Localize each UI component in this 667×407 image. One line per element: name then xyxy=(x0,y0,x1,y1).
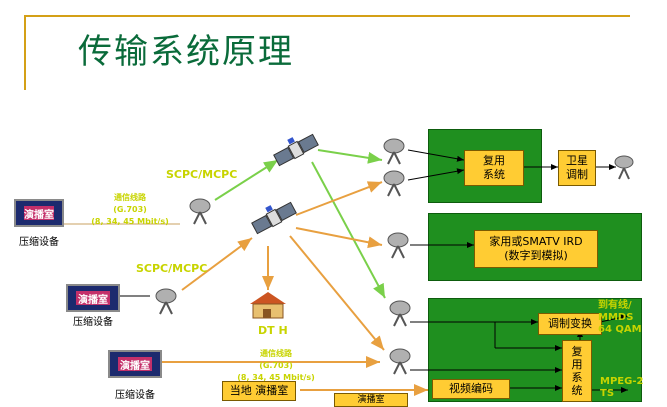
mux-box-bottom: 复 用 系 统 xyxy=(562,340,592,402)
studio-1: 演播室 xyxy=(14,199,64,227)
satellite-icon xyxy=(251,201,297,235)
dish-antenna-icon xyxy=(389,300,411,327)
cable-mmds-label: 到有线/ MMDS 64 QAM xyxy=(598,300,642,335)
dth-label: DT H xyxy=(258,324,288,337)
dish-antenna-icon xyxy=(389,348,411,375)
house-icon xyxy=(250,292,286,319)
mpeg-ts-label: MPEG-2 TS xyxy=(600,376,644,399)
page-title: 传输系统原理 xyxy=(78,32,294,72)
title-rule-top xyxy=(24,15,630,17)
title-rule-left xyxy=(24,15,26,90)
local-studio-box: 当地 演播室 xyxy=(222,381,296,401)
link-label-1: 通信线路 (G.703) (8, 34, 45 Mbit/s) xyxy=(91,193,169,226)
link-label-2: 通信线路 (G.703) (8, 34, 45 Mbit/s) xyxy=(237,349,315,382)
dish-antenna-icon xyxy=(383,170,405,197)
studio-3: 演播室 xyxy=(108,350,162,378)
local-studio-bottom-box: 演播室 xyxy=(334,393,408,407)
ird-box: 家用或SMATV IRD (数字到模拟) xyxy=(474,230,598,268)
satellite-icon xyxy=(273,133,319,167)
dish-antenna-icon xyxy=(189,198,211,225)
compress-label-3: 压缩设备 xyxy=(115,390,155,401)
dish-antenna-icon xyxy=(155,288,177,315)
dish-antenna-icon xyxy=(614,155,634,180)
studio-2: 演播室 xyxy=(66,284,120,312)
scpc-label-mid: SCPC/MCPC xyxy=(136,262,208,275)
dish-antenna-icon xyxy=(383,138,405,165)
mux-box-top: 复用 系统 xyxy=(464,150,524,186)
scpc-label-top: SCPC/MCPC xyxy=(166,168,238,181)
compress-label-2: 压缩设备 xyxy=(73,317,113,328)
compress-label-1: 压缩设备 xyxy=(19,237,59,248)
modulation-convert-box: 调制变换 xyxy=(538,313,602,335)
dish-antenna-icon xyxy=(387,232,409,259)
video-encode-box: 视频编码 xyxy=(432,379,510,399)
sat-modulation-box: 卫星 调制 xyxy=(558,150,596,186)
